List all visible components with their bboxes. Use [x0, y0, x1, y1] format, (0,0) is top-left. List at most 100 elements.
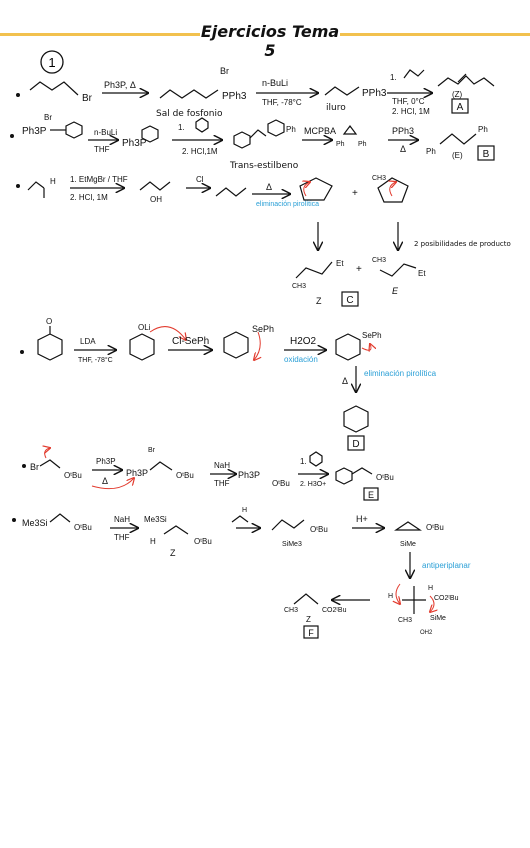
- condition-bottom: THF: [94, 145, 110, 154]
- bromide-anion: Br: [148, 447, 156, 454]
- curly-arrow: [91, 478, 134, 490]
- pyrolytic-note: eliminación pirolítica: [256, 201, 319, 208]
- answer-box-c: [341, 291, 359, 307]
- bromide-label: Br: [82, 93, 93, 104]
- exercise-number-text: 1: [48, 55, 55, 70]
- curly-arrow: [149, 326, 186, 340]
- acid-label: H+: [356, 514, 368, 524]
- products-note: 2 posibilidades de producto: [414, 240, 511, 248]
- silyl-ester-chain: [49, 513, 71, 523]
- bromide-anion: Br: [220, 66, 229, 76]
- phosphonium-label: Ph3P: [126, 468, 148, 478]
- z-ester-product: [293, 593, 319, 605]
- condition-solvent: THF, 0°C: [392, 97, 425, 106]
- ylide-pph3: PPh3: [362, 88, 387, 99]
- stilbene-alkene: [249, 129, 267, 139]
- delta-label: Δ: [266, 182, 272, 192]
- curly-arrow: [390, 182, 396, 197]
- z-alkene-chain: [437, 75, 495, 87]
- e-ethyl: Et: [418, 269, 426, 278]
- condition-top: n-BuLi: [94, 128, 117, 137]
- ylide-caption: iluro: [326, 103, 346, 113]
- row-4-arrows: [149, 326, 371, 360]
- pyrolytic-note: eliminación pirolítica: [364, 369, 437, 378]
- tbu-ester-4: OᵗBu: [376, 473, 394, 482]
- trans-caption: Trans-estilbeno: [229, 161, 299, 171]
- thf-label: THF: [214, 479, 230, 488]
- title-bar: Ejercicios Tema 5: [0, 20, 530, 60]
- trimethylsilyl-label-2: Me3Si: [144, 515, 167, 524]
- tbu-ester-2: OᵗBu: [176, 471, 194, 480]
- plus-sign: +: [352, 188, 358, 199]
- ketone-o: O: [46, 317, 52, 326]
- z-ethyl: Et: [336, 259, 344, 268]
- double-bond: [457, 73, 467, 83]
- isomer-e: E: [392, 286, 399, 296]
- selenyl-chloride: Cl-SePh: [172, 336, 209, 347]
- row-5-arrows: [45, 448, 134, 490]
- ester-chain: [215, 187, 247, 197]
- e-alkene: [439, 133, 477, 145]
- configuration-e: (E): [452, 151, 463, 160]
- step-two: 2. H3O+: [300, 481, 326, 488]
- aldehyde-sketch: [403, 69, 425, 79]
- curly-arrow: [430, 595, 434, 612]
- ph-right-label: Ph: [478, 125, 488, 134]
- reagent-label: Ph3P, Δ: [104, 80, 136, 90]
- answer-box-a: [451, 98, 469, 114]
- newman-methyl: CH3: [398, 617, 412, 624]
- butyl-bromide-chain: [29, 81, 79, 96]
- row-6-arrows: [396, 583, 434, 612]
- delta-label: Δ: [400, 144, 406, 154]
- phenyl-label: Ph: [286, 125, 296, 134]
- condition-bottom: THF, -78°C: [262, 98, 302, 107]
- bromoacetate-chain: [39, 459, 61, 469]
- curly-arrow: [254, 331, 260, 360]
- exercise-number: 1: [40, 50, 64, 74]
- newman-h-right: H: [428, 585, 433, 592]
- phosphonium-ester-chain: [149, 461, 173, 471]
- tbu-ester-3: OᵗBu: [310, 525, 328, 534]
- condition-top: 1. EtMgBr / THF: [70, 175, 128, 184]
- product-ring: [335, 467, 353, 485]
- answer-b: B: [483, 149, 490, 160]
- row-2-labels: Ph3P Br n-BuLi THF Ph3P 1. 2. HCl,1M Ph …: [22, 113, 490, 171]
- epoxide-ph-left: Ph: [336, 141, 345, 148]
- benzaldehyde-ring: [195, 117, 209, 133]
- condition-acid: 2. HCl,1M: [182, 147, 218, 156]
- cyclohexanone-ring: [37, 333, 63, 361]
- condition-bottom: 2. HCl, 1M: [70, 193, 108, 202]
- trimethylsilyl-label: Me3Si: [22, 518, 48, 528]
- tbu-ester: OᵗBu: [74, 523, 92, 532]
- answer-box-b: [477, 145, 495, 161]
- stilbene-ring-right: [267, 119, 285, 137]
- oxidation-note: oxidación: [284, 355, 318, 364]
- vinyl-h: H: [150, 537, 156, 546]
- newman-sime: SiMe: [430, 615, 446, 622]
- enolate-ring: [129, 333, 155, 361]
- lda-label: LDA: [80, 337, 96, 346]
- page-title: Ejercicios Tema 5: [200, 22, 340, 60]
- row-3-labels: H 1. EtMgBr / THF 2. HCl, 1M OH Cl Δ eli…: [50, 175, 511, 306]
- tbu-ester: OᵗBu: [64, 471, 82, 480]
- isomer-z: Z: [170, 548, 176, 558]
- row-1-labels: Br Ph3P, Δ Br PPh3 Sal de fosfonio n-BuL…: [82, 66, 464, 119]
- answer-box-e: [363, 487, 379, 501]
- lda-condition: THF, -78°C: [78, 356, 113, 364]
- bullet-dot: [12, 518, 16, 522]
- row-6-peterson: [12, 513, 426, 639]
- bromine-label: Br: [30, 462, 39, 472]
- answer-f: F: [308, 628, 314, 638]
- hydroxyl-label: OH: [150, 195, 162, 204]
- beta-alkoxide: [271, 519, 305, 531]
- epoxide-ph-right: Ph: [358, 141, 367, 148]
- benzyl-ring: [65, 121, 83, 139]
- enolate-oli: OLi: [138, 323, 151, 332]
- delta-label: Δ: [102, 476, 108, 486]
- step-one: 1.: [390, 73, 397, 82]
- row-3-arrows: [304, 182, 396, 197]
- curly-arrow: [304, 182, 310, 197]
- answer-box-f: [303, 625, 319, 639]
